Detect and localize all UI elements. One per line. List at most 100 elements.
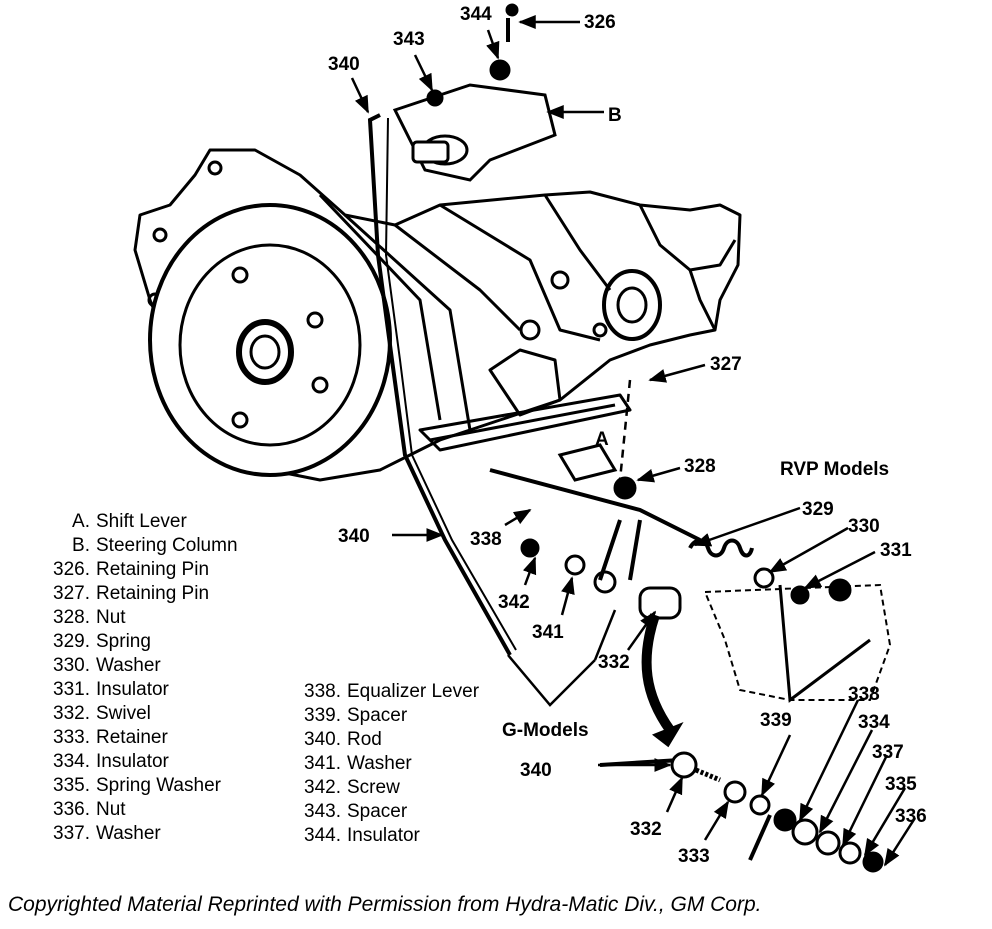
legend-description: Steering Column [96,535,238,556]
legend-row: 335. Spring Washer [0,774,285,798]
callout-329: 329 [802,499,834,520]
legend-row: 339. Spacer [285,704,545,728]
legend-key: 337. [53,823,90,844]
callout-336: 336 [895,806,927,827]
legend-key: 336. [53,799,90,820]
callout-333: 333 [678,846,710,867]
callout-334: 334 [858,712,890,733]
legend-row: A. Shift Lever [0,510,285,534]
legend-key: B. [72,535,90,556]
g-models-linkage [599,613,884,873]
legend-key: 335. [53,775,90,796]
callout-331: 331 [880,540,912,561]
legend-description: Washer [347,753,412,774]
legend-description: Retaining Pin [96,583,210,604]
callout-338-right: 338 [848,684,880,705]
legend-description: Nut [96,607,126,628]
callout-335: 335 [885,774,917,795]
shift-rod-340 [367,113,517,656]
legend-key: 343. [304,801,341,822]
g-models-heading: G-Models [502,720,589,741]
legend-description: Spring [96,631,151,652]
legend-row: 333. Retainer [0,726,285,750]
legend-description: Swivel [96,703,151,724]
legend-row: 338.Equalizer Lever [285,680,545,704]
legend-row: 341. Washer [285,752,545,776]
callout-332-g: 332 [630,819,662,840]
legend-description: Nut [96,799,126,820]
legend-key: 342. [304,777,341,798]
shift-linkage [489,443,892,703]
legend-description: Retainer [96,727,168,748]
legend-description: Shift Lever [96,511,187,532]
callout-328: 328 [684,456,716,477]
copyright-caption: Copyrighted Material Reprinted with Perm… [8,893,762,916]
legend-key: 333. [53,727,90,748]
callout-340-top: 340 [328,54,360,75]
legend-row: 336. Nut [0,798,285,822]
legend-row: 329. Spring [0,630,285,654]
legend-row: 334. Insulator [0,750,285,774]
legend-row: 343. Spacer [285,800,545,824]
legend-description: Spacer [347,705,408,726]
legend-row: 340. Rod [285,728,545,752]
legend-key: 329. [53,631,90,652]
callout-326: 326 [584,12,616,33]
callout-339: 339 [760,710,792,731]
legend-row: 328. Nut [0,606,285,630]
legend-description: Equalizer Lever [347,681,480,702]
legend-key: 341. [304,753,341,774]
callout-330: 330 [848,516,880,537]
callout-labels: 344 326 343 340 B 327 A 328 RVP Models 3… [328,4,927,867]
legend-description: Insulator [96,679,169,700]
legend-key: 340. [304,729,341,750]
legend-key: A. [72,511,90,532]
steering-column [392,3,557,182]
callout-340-mid: 340 [338,526,370,547]
callout-337: 337 [872,742,904,763]
legend-row: B. Steering Column [0,534,285,558]
callout-338-mid: 338 [470,529,502,550]
legend-description: Washer [96,655,161,676]
callout-332-mid: 332 [598,652,630,673]
leader-lines [350,15,917,867]
callout-341: 341 [532,622,564,643]
legend-row: 337. Washer [0,822,285,846]
rvp-models-heading: RVP Models [780,459,889,480]
legend-row: 332. Swivel [0,702,285,726]
legend-description: Rod [347,729,382,750]
legend-description: Washer [96,823,161,844]
legend-key: 326. [53,559,90,580]
legend-row: 342. Screw [285,776,545,800]
legend-key: 344. [304,825,341,846]
legend-key: 332. [53,703,90,724]
legend-description: Retaining Pin [96,559,210,580]
transmission-body [133,148,742,482]
legend-description: Screw [347,777,400,798]
legend-key: 331. [53,679,90,700]
callout-342: 342 [498,592,530,613]
legend-row: 330. Washer [0,654,285,678]
legend-row: 327. Retaining Pin [0,582,285,606]
callout-344: 344 [460,4,492,25]
legend-description: Insulator [96,751,169,772]
callout-343: 343 [393,29,425,50]
legend-key: 328. [53,607,90,628]
legend-key: 334. [53,751,90,772]
legend-description: Insulator [347,825,420,846]
legend-description: Spring Washer [96,775,221,796]
callout-b: B [608,105,622,126]
legend-row: 344. Insulator [285,824,545,848]
callout-a: A [595,429,609,450]
legend-row: 331. Insulator [0,678,285,702]
callout-340-g: 340 [520,760,552,781]
legend-key: 339. [304,705,341,726]
legend-key: 330. [53,655,90,676]
legend-description: Spacer [347,801,408,822]
callout-327: 327 [710,354,742,375]
legend-key: 327. [53,583,90,604]
